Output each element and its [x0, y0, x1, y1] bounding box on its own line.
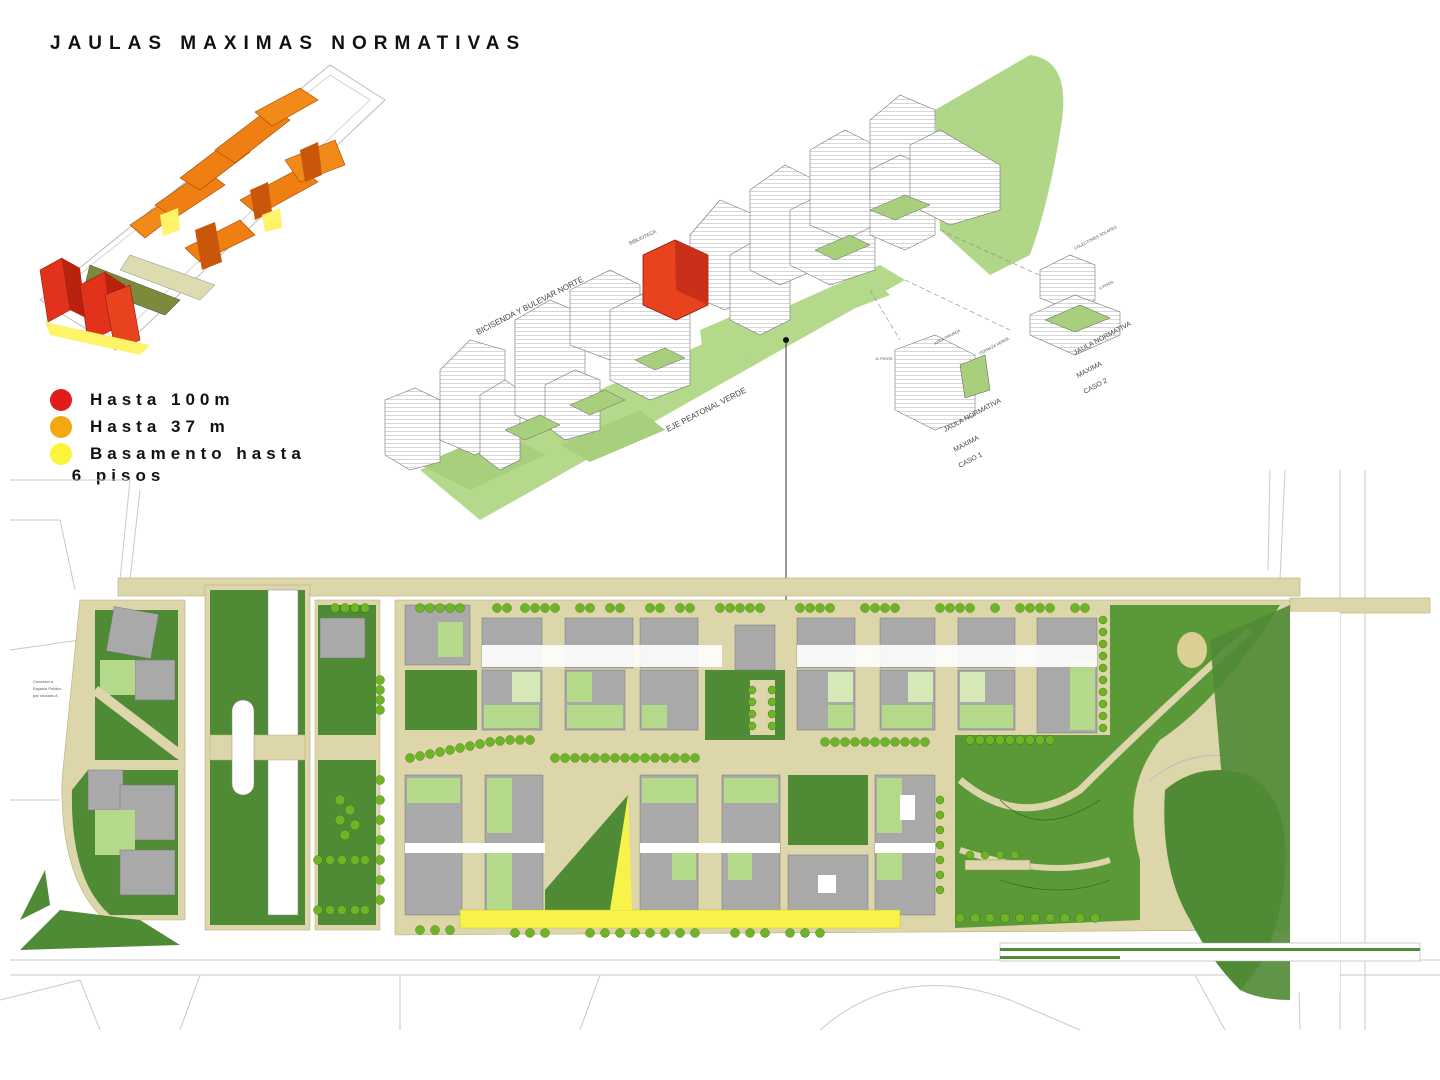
yellow-strip — [459, 909, 901, 929]
legend-label: Hasta 37 m — [90, 417, 230, 436]
side-note-2: Espacio Publico — [33, 686, 62, 691]
site-plan: Conexion a Espacio Publico par cruzado A — [0, 469, 1440, 1031]
yellow-dot-icon — [50, 443, 72, 465]
red-dot-icon — [50, 389, 72, 411]
page-title: JAULAS MAXIMAS NORMATIVAS — [50, 33, 527, 54]
tree-rows — [313, 603, 1108, 938]
case-1-diagram: JAULA NORMATIVA MAXIMA CASO 1 AREA PRIVA… — [875, 328, 1010, 470]
legend-item-37m: Hasta 37 m — [50, 416, 306, 438]
tower-label: BIBLIOTECA — [628, 229, 658, 247]
case2-line2: MAXIMA — [1076, 360, 1104, 379]
axonometric-view: BIBLIOTECA BICISENDA Y BULEVAR NORTE EJE… — [384, 55, 1133, 520]
case2-floors: 4 PISOS — [1098, 279, 1114, 291]
case1-line2: MAXIMA — [953, 434, 981, 453]
legend-item-100m: Hasta 100m — [50, 389, 306, 411]
case1-height: 11 PISOS — [875, 356, 893, 361]
case1-terrace: TERRAZA VERDE — [978, 336, 1010, 356]
legend-item-basamento: Basamento hasta — [50, 443, 306, 465]
side-note-3: par cruzado A — [33, 693, 58, 698]
main-blocks — [404, 604, 1098, 916]
side-note-1: Conexion a — [33, 679, 54, 684]
case-2-diagram: JAULA NORMATIVA MAXIMA CASO 2 COLECTORES… — [1029, 224, 1133, 396]
case2-note: COLECTORES SOLARES — [1073, 224, 1118, 251]
orange-dot-icon — [50, 416, 72, 438]
legend-label: Hasta 100m — [90, 390, 235, 409]
legend-label: Basamento hasta — [90, 444, 306, 463]
orange-blocks — [129, 87, 346, 270]
red-towers — [39, 257, 150, 355]
building-volumes — [384, 94, 1001, 471]
big-park — [955, 605, 1280, 928]
case2-line3: CASO 2 — [1083, 377, 1109, 395]
case1-line3: CASO 1 — [958, 451, 984, 469]
volumetric-model — [39, 64, 386, 355]
legend: Hasta 100m Hasta 37 m Basamento hasta 6 … — [50, 389, 306, 492]
